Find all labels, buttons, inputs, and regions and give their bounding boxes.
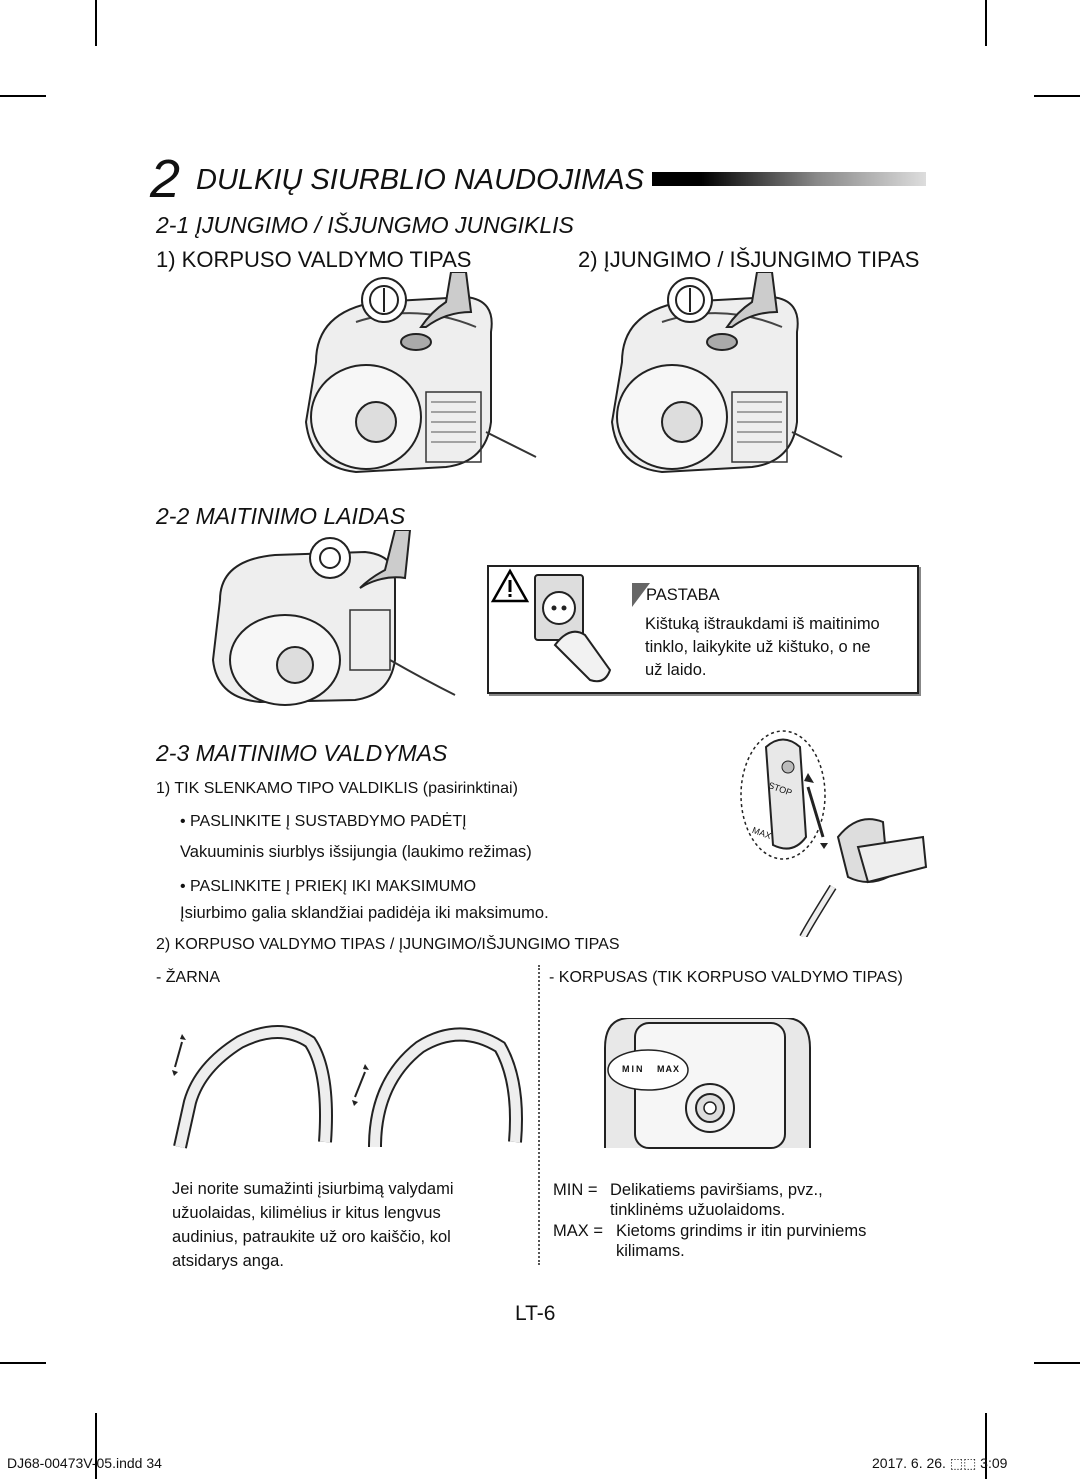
section-heading-2-1: 2-1 ĮJUNGIMO / IŠJUNGMO JUNGIKLIS [156, 212, 574, 238]
hose-text-line-1: Jei norite sumažinti įsiurbimą valydami [172, 1180, 454, 1198]
crop-mark [985, 1413, 987, 1479]
dial-min-label: MIN [622, 1064, 645, 1074]
label-hose: - ŽARNA [156, 969, 220, 986]
vacuum-illustration-body-control [304, 272, 537, 474]
footer-file: DJ68-00473V-05.indd 34 [7, 1455, 162, 1471]
max-desc-1: Kietoms grindims ir itin purviniems [616, 1222, 867, 1240]
note-title: PASTABA [646, 586, 720, 604]
note-label-marker [632, 583, 650, 607]
label-body-control-type: 1) KORPUSO VALDYMO TIPAS [156, 247, 472, 272]
dial-max-label: MAX [657, 1064, 680, 1074]
item-slide-control: 1) TIK SLENKAMO TIPO VALDIKLIS (pasirink… [156, 780, 518, 797]
body-dial-illustration [604, 1018, 811, 1149]
hose-illustrations [172, 1025, 523, 1149]
vacuum-cord-illustration [211, 530, 456, 706]
max-key: MAX = [553, 1222, 603, 1240]
section-heading-2-2: 2-2 MAITINIMO LAIDAS [156, 503, 406, 529]
crop-mark [95, 0, 97, 46]
note-line-3: už laido. [645, 661, 707, 679]
crop-mark [985, 0, 987, 46]
min-desc-2: tinklinėms užuolaidoms. [610, 1201, 786, 1219]
crop-mark [0, 95, 46, 97]
chapter-title: DULKIŲ SIURBLIO NAUDOJIMAS [196, 164, 644, 196]
bullet-max-text: Įsiurbimo galia sklandžiai padidėja iki … [180, 904, 549, 922]
max-desc-2: kilimams. [616, 1242, 685, 1260]
note-label: PASTABA [632, 583, 720, 607]
vacuum-illustration-on-off [610, 272, 843, 474]
note-line-1: Kištuką ištraukdami iš maitinimo [645, 615, 880, 633]
plug-outlet-illustration [534, 574, 612, 683]
section-heading-2-3: 2-3 MAITINIMO VALDYMAS [156, 740, 448, 766]
hose-text-line-3: audinius, patraukite už oro kaiščio, kol [172, 1228, 451, 1246]
title-gradient-bar [652, 172, 926, 186]
note-line-2: tinklo, laikykite už kištuko, o ne [645, 638, 871, 656]
page-number: LT-6 [515, 1302, 556, 1325]
crop-mark [0, 1362, 46, 1364]
label-on-off-type: 2) ĮJUNGIMO / IŠJUNGIMO TIPAS [578, 247, 920, 272]
min-key: MIN = [553, 1181, 598, 1199]
hose-text-line-4: atsidarys anga. [172, 1252, 284, 1270]
hose-text-line-2: užuolaidas, kilimėlius ir kitus lengvus [172, 1204, 441, 1222]
bullet-stop-text: Vakuuminis siurblys išsijungia (laukimo … [180, 843, 532, 861]
min-desc-1: Delikatiems paviršiams, pvz., [610, 1181, 823, 1199]
column-divider [538, 965, 540, 1265]
label-body-type: - KORPUSAS (TIK KORPUSO VALDYMO TIPAS) [549, 969, 903, 986]
chapter-number: 2 [150, 149, 181, 209]
handle-slider-illustration [740, 730, 928, 937]
crop-mark [1034, 95, 1080, 97]
warning-icon [490, 568, 530, 603]
crop-mark [1034, 1362, 1080, 1364]
crop-mark [95, 1413, 97, 1479]
item-body-control: 2) KORPUSO VALDYMO TIPAS / ĮJUNGIMO/IŠJU… [156, 936, 620, 953]
bullet-stop-position: • PASLINKITE Į SUSTABDYMO PADĖTĮ [180, 813, 467, 830]
bullet-max-position: • PASLINKITE Į PRIEKĮ IKI MAKSIMUMO [180, 878, 477, 895]
footer-date: 2017. 6. 26. ⬚⬚ 3:09 [872, 1455, 1008, 1471]
